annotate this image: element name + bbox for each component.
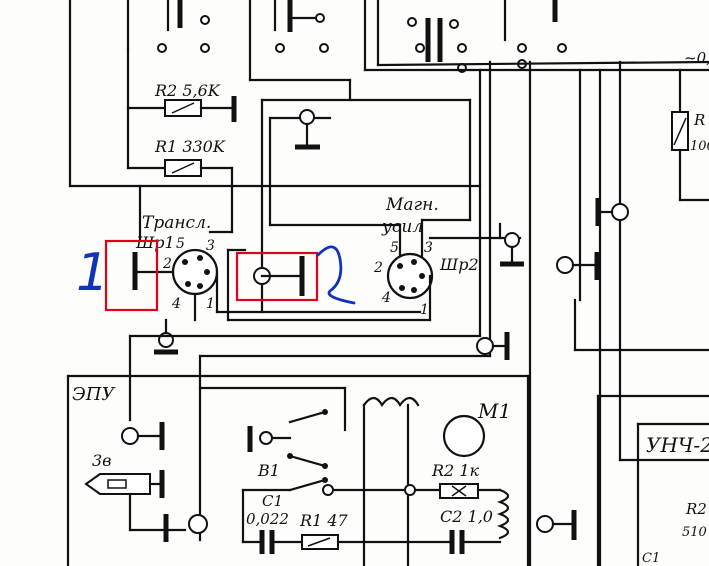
- label-c-bottom: C1: [642, 551, 660, 566]
- pin-2-sh1: 2: [162, 256, 172, 272]
- label-r1-top: R1 330K: [154, 137, 226, 156]
- label-3v: 3в: [92, 451, 112, 470]
- red-box-jumper: [235, 251, 319, 302]
- pin-5-sh1: 5: [176, 236, 185, 252]
- unch-block: УНЧ-2 R2 510 C1: [596, 394, 709, 566]
- ground-symbols-middle: [128, 198, 629, 542]
- label-r2-right: R2: [685, 500, 707, 518]
- label-r1-bottom: R1 47: [299, 511, 348, 530]
- label-r2-top: R2 5,6K: [154, 81, 221, 100]
- ground-symbol-top: [295, 109, 320, 150]
- label-r2-bottom: R2 1к: [431, 461, 479, 480]
- right-edge-components: ~0, R 100: [671, 49, 709, 202]
- handwritten-annotations: 1: [76, 239, 356, 312]
- label-unch: УНЧ-2: [646, 433, 709, 457]
- pin-3-sh1: 3: [206, 238, 215, 254]
- pin-3-sh2: 3: [424, 240, 433, 256]
- jumper-element: [226, 248, 432, 322]
- pin-4-sh1: 4: [171, 296, 181, 312]
- pin-1-sh1: 1: [206, 296, 215, 312]
- label-magn: Магн.: [385, 195, 439, 215]
- pin-1-sh2: 1: [420, 302, 429, 318]
- label-sh2: Шр2: [439, 255, 479, 274]
- label-b1: B1: [257, 461, 280, 480]
- label-transl: Трансл.: [142, 213, 211, 233]
- label-r-side-value: 100: [690, 139, 709, 154]
- resistors-top: R2 5,6K R1 330K: [126, 48, 237, 234]
- pin-4-sh2: 4: [381, 290, 391, 306]
- label-usil: усил: [381, 217, 423, 237]
- label-c2: C2 1,0: [440, 507, 493, 526]
- label-epu: ЭПУ: [72, 384, 116, 405]
- handwritten-number: 1: [76, 243, 109, 303]
- pin-5-sh2: 5: [390, 240, 399, 256]
- blue-ink-stroke: [316, 245, 356, 305]
- label-r-side: R: [693, 111, 705, 129]
- connector-sh2: Магн. усил Шр2 5 3 2 4 1: [373, 195, 479, 322]
- connector-sh1: Трансл. Шр1 5 3 2 4 1: [132, 184, 422, 322]
- label-c1: C1: [262, 492, 283, 510]
- epu-block: ЭПУ 3в M1 B1: [66, 374, 577, 566]
- label-sh1: Шр1: [135, 233, 175, 252]
- label-r2-right-value: 510: [682, 525, 707, 540]
- red-box-sh1: [104, 239, 159, 312]
- label-tilde: ~0,: [684, 49, 709, 67]
- label-c1-value: 0,022: [246, 510, 289, 528]
- top-switch-contacts: [68, 0, 567, 188]
- label-m1: M1: [477, 399, 511, 423]
- pin-2-sh2: 2: [373, 260, 383, 276]
